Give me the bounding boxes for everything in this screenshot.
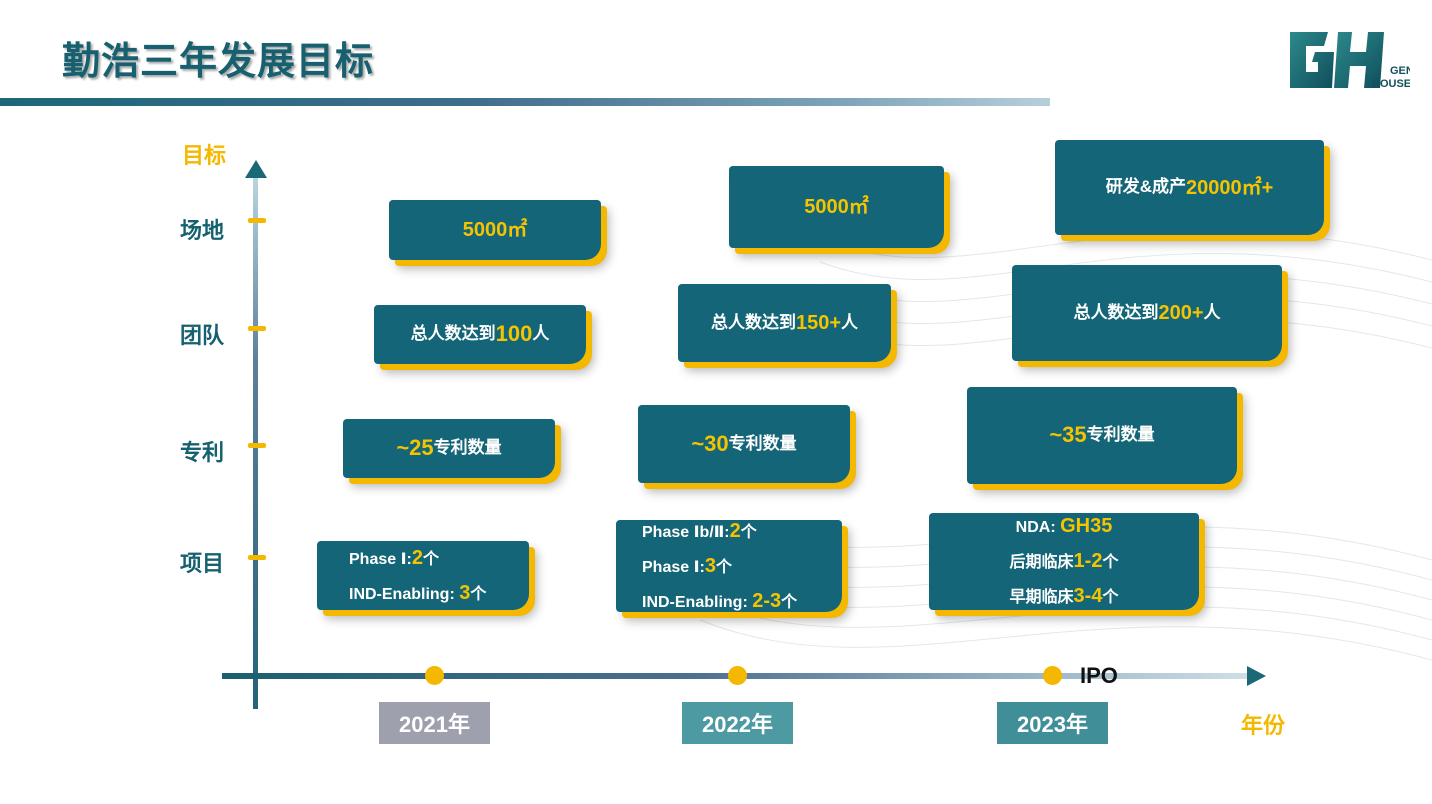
milestone-dot-2022 [728,666,747,685]
team-2023-value: 200+ [1158,302,1204,324]
patent-2021-value: ~25 [396,435,434,461]
project-2023-line-3: 早期临床3-4个 [1009,585,1119,607]
team-2021-value: 100 [495,321,533,347]
tick-project [248,555,266,560]
site-2023-prefix: 研发&成产 [1105,177,1186,197]
project-2022-line-2: Phase Ⅰ:3个 [642,554,733,577]
project-2023-box: NDA: GH35 后期临床1-2个 早期临床3-4个 [929,513,1199,610]
row-label-patent: 专利 [180,440,225,465]
row-label-project: 项目 [180,551,225,576]
y-axis [253,176,258,709]
year-label-2022: 2022年 [682,702,793,744]
project-2023-line-1: NDA: GH35 [1015,515,1113,537]
tick-site [248,218,266,223]
team-2023-prefix: 总人数达到 [1073,302,1159,322]
ipo-label: IPO [1080,663,1118,688]
milestone-dot-2021 [425,666,444,685]
page-title: 勤浩三年发展目标 [62,41,375,83]
project-2022-line-1: Phase Ⅰb/Ⅱ:2个 [642,519,757,542]
site-2023-value: 20000㎡+ [1185,176,1274,199]
title-underline [0,98,1050,106]
x-axis-title: 年份 [1241,713,1286,738]
patent-2023-suffix: 专利数量 [1086,425,1155,445]
team-2021-suffix: 人 [532,324,550,344]
site-2021-value: 5000㎡ [462,219,528,241]
row-label-team: 团队 [180,323,225,348]
gen-house-logo: GEN HOUSE [1290,32,1410,90]
year-label-2023: 2023年 [997,702,1108,744]
patent-2022-value: ~30 [691,430,729,456]
year-label-2021: 2021年 [379,702,490,744]
logo-text-gen: GEN [1390,65,1410,77]
team-2022-value: 150+ [795,312,842,334]
team-2022-suffix: 人 [841,312,859,332]
patent-2023-value: ~35 [1049,422,1087,448]
tick-patent [248,443,266,448]
team-2021-prefix: 总人数达到 [410,324,496,344]
project-2023-line-2: 后期临床1-2个 [1009,550,1119,572]
logo-text-house: HOUSE [1372,78,1410,90]
project-2022-box: Phase Ⅰb/Ⅱ:2个 Phase Ⅰ:3个 IND-Enabling: 2… [616,520,842,612]
tick-team [248,326,266,331]
project-2021-line-1: Phase Ⅰ:2个 [349,546,440,569]
y-axis-arrow [245,160,267,178]
team-2022-prefix: 总人数达到 [710,312,796,332]
milestone-dot-2023 [1043,666,1062,685]
project-2021-box: Phase Ⅰ:2个 IND-Enabling: 3个 [317,541,529,610]
row-label-site: 场地 [180,218,225,243]
project-2021-line-2: IND-Enabling: 3个 [349,581,487,604]
project-2022-line-3: IND-Enabling: 2-3个 [642,589,798,612]
team-2023-suffix: 人 [1203,302,1221,322]
x-axis-arrow [1247,666,1266,686]
y-axis-title: 目标 [182,143,227,168]
patent-2022-suffix: 专利数量 [728,433,797,453]
site-2022-box: 5000㎡ [729,166,944,248]
site-2021-box: 5000㎡ [389,200,601,260]
patent-2021-suffix: 专利数量 [433,438,502,458]
site-2022-value: 5000㎡ [804,196,869,218]
